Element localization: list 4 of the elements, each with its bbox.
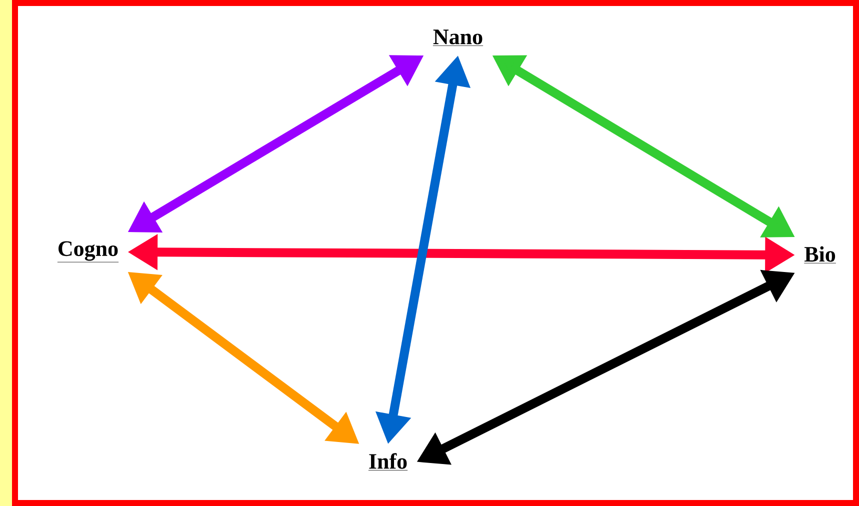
node-label: Bio: [804, 246, 836, 264]
node-label: Info: [368, 453, 408, 470]
node-label: Cogno: [57, 241, 119, 262]
node-label: Nano: [432, 30, 484, 46]
